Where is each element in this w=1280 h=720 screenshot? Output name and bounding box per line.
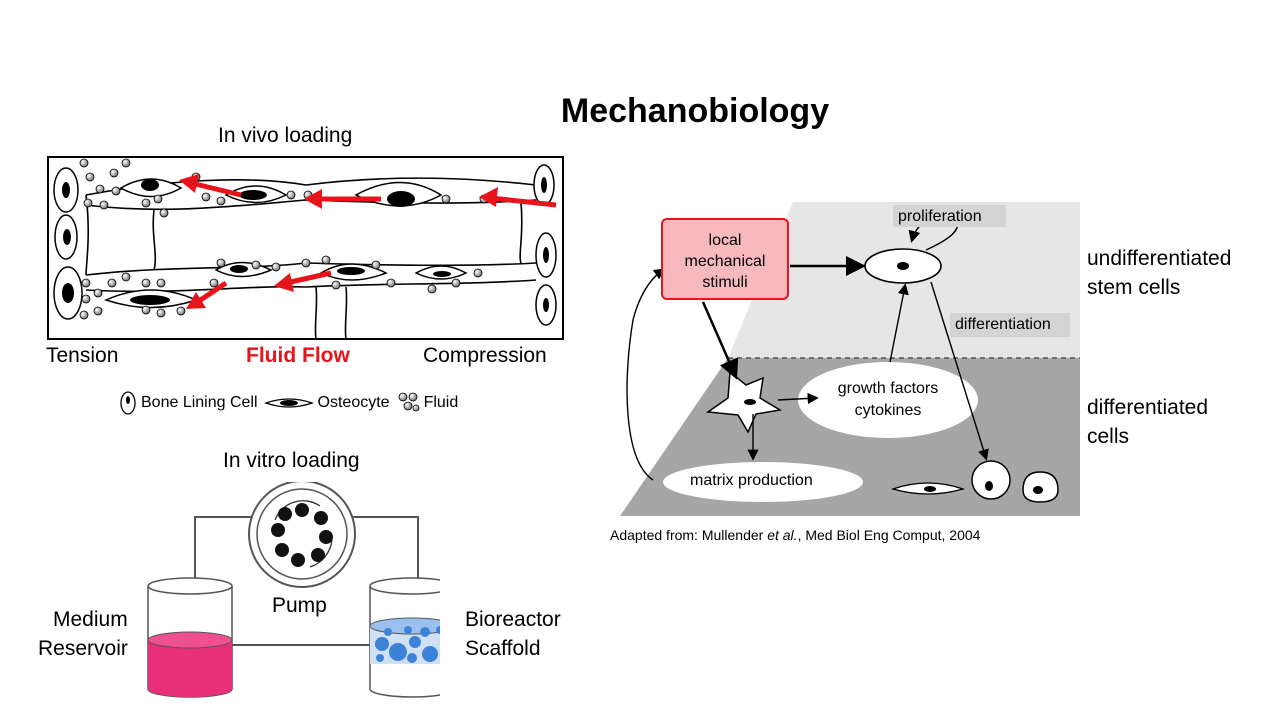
in-vitro-bioreactor-diagram — [147, 482, 440, 698]
mechanobiology-diagram — [620, 202, 1080, 516]
fluid-flow-label: Fluid Flow — [246, 344, 350, 367]
stimuli-line-1: local — [708, 232, 742, 249]
matrix-production-label: matrix production — [690, 472, 813, 489]
differentiated-line-1: differentiated — [1087, 396, 1209, 419]
page-title: Mechanobiology — [560, 92, 830, 130]
undifferentiated-line-1: undifferentiated — [1087, 247, 1232, 270]
osteocyte-icon — [263, 398, 314, 408]
growth-factors-line-1: growth factors — [837, 380, 939, 397]
in-vivo-heading: In vivo loading — [218, 124, 353, 147]
bioreactor-label: Bioreactor — [465, 608, 561, 631]
growth-factors-label: growth factors cytokines — [798, 378, 978, 422]
scaffold-label: Scaffold — [465, 637, 541, 660]
in-vitro-heading: In vitro loading — [223, 449, 360, 472]
legend-osteocyte: Osteocyte — [317, 394, 390, 411]
pump-icon — [248, 482, 356, 588]
medium-reservoir-icon — [147, 577, 233, 698]
tension-label: Tension — [46, 344, 119, 367]
legend-fluid: Fluid — [423, 394, 459, 411]
differentiated-line-2: cells — [1087, 425, 1130, 448]
pump-label: Pump — [272, 594, 327, 617]
stimuli-line-2: mechanical — [684, 253, 766, 270]
compression-label: Compression — [423, 344, 547, 367]
citation: Adapted from: Mullender et al., Med Biol… — [610, 527, 980, 543]
differentiation-label: differentiation — [955, 316, 1051, 333]
medium-label: Medium — [53, 608, 128, 631]
reservoir-label: Reservoir — [38, 637, 128, 660]
fluid-icon — [398, 392, 419, 412]
local-mechanical-stimuli-box: local mechanical stimuli — [661, 218, 789, 300]
in-vivo-bone-diagram — [47, 156, 564, 340]
round-cell-icon — [971, 460, 1011, 500]
proliferation-label: proliferation — [898, 208, 982, 225]
citation-prefix: Adapted from: Mullender — [610, 527, 768, 543]
undifferentiated-label: undifferentiated stem cells — [1087, 244, 1231, 302]
differentiated-label: differentiated cells — [1087, 393, 1208, 451]
undifferentiated-line-2: stem cells — [1087, 276, 1181, 299]
legend-bone-lining-cell: Bone Lining Cell — [141, 394, 258, 411]
bone-lining-cell-icon — [120, 391, 136, 415]
citation-italic: et al. — [767, 527, 798, 543]
growth-factors-line-2: cytokines — [854, 402, 922, 419]
in-vivo-legend: Bone Lining Cell Osteocyte Fluid — [118, 390, 458, 416]
stimuli-line-3: stimuli — [702, 274, 748, 291]
citation-suffix: , Med Biol Eng Comput, 2004 — [797, 527, 981, 543]
bioreactor-scaffold-icon — [369, 577, 440, 698]
